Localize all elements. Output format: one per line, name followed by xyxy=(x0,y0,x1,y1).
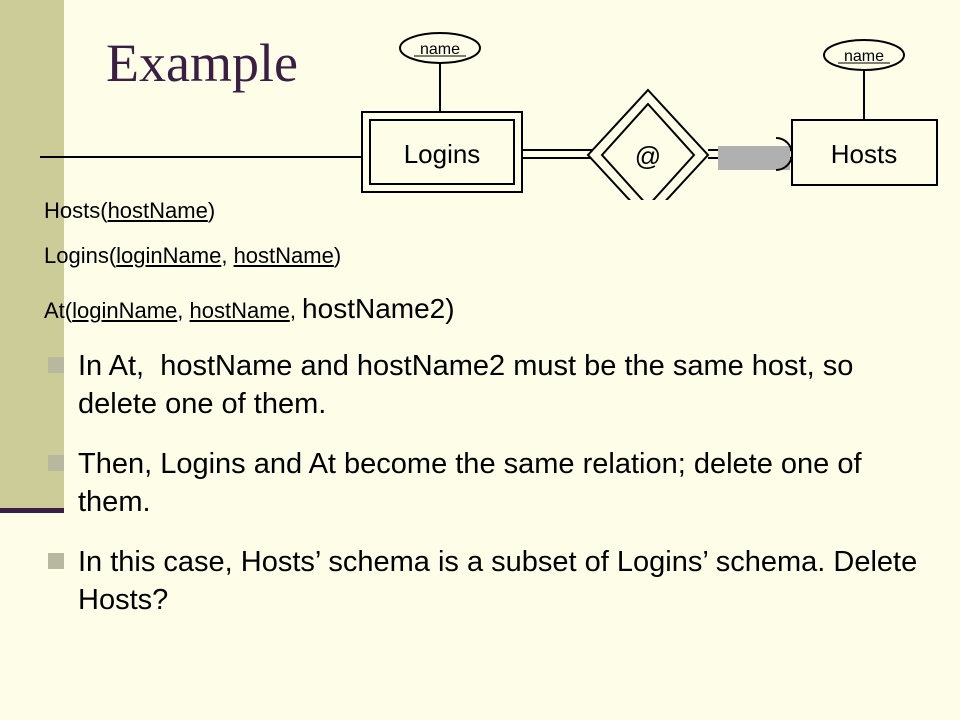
schema-logins-key2: hostName xyxy=(233,243,334,268)
left-accent-line xyxy=(0,508,64,513)
logins-entity-label: Logins xyxy=(404,139,481,169)
schema-at-extra: hostName2) xyxy=(302,293,455,324)
schema-hosts: Hosts(hostName) xyxy=(44,200,215,222)
er-diagram: Logins @ Hosts name name xyxy=(40,32,938,200)
schema-at-sep1: , xyxy=(177,298,190,323)
schema-logins-prefix: Logins( xyxy=(44,243,117,268)
schema-at-key2: hostName xyxy=(189,298,290,323)
logins-entity-outer xyxy=(361,111,523,193)
weak-entity-marker xyxy=(718,146,790,170)
bullet-text: Then, Logins and At become the same rela… xyxy=(78,448,862,518)
logins-entity-inner xyxy=(369,119,515,185)
schema-hosts-prefix: Hosts( xyxy=(44,198,108,223)
bullet-text: In At, hostName and hostName2 must be th… xyxy=(78,350,862,420)
schema-logins-suffix: ) xyxy=(333,243,342,268)
schema-at-sep2: , xyxy=(289,298,303,323)
at-relationship-label: @ xyxy=(635,141,661,171)
schema-logins-sep: , xyxy=(221,243,234,268)
hosts-entity-label: Hosts xyxy=(831,139,897,169)
hosts-name-attribute-label: name xyxy=(844,48,884,65)
square-bullet-icon xyxy=(48,455,64,471)
schema-hosts-key: hostName xyxy=(107,198,208,223)
schema-logins-key1: loginName xyxy=(116,243,222,268)
square-bullet-icon xyxy=(48,357,64,373)
at-relationship-inner xyxy=(600,102,696,200)
schema-at: At(loginName, hostName, hostName2) xyxy=(44,295,455,323)
page-title: Example xyxy=(106,33,298,93)
square-bullet-icon xyxy=(48,553,64,569)
logins-name-attribute-label: name xyxy=(420,41,460,58)
hosts-entity xyxy=(791,119,938,186)
schema-at-key1: loginName xyxy=(72,298,178,323)
schema-at-prefix: At( xyxy=(44,298,73,323)
left-decorative-bar xyxy=(0,0,64,510)
schema-hosts-suffix: ) xyxy=(207,198,216,223)
schema-logins: Logins(loginName, hostName) xyxy=(44,245,341,267)
bullet-text: In this case, Hosts’ schema is a subset … xyxy=(78,546,918,616)
